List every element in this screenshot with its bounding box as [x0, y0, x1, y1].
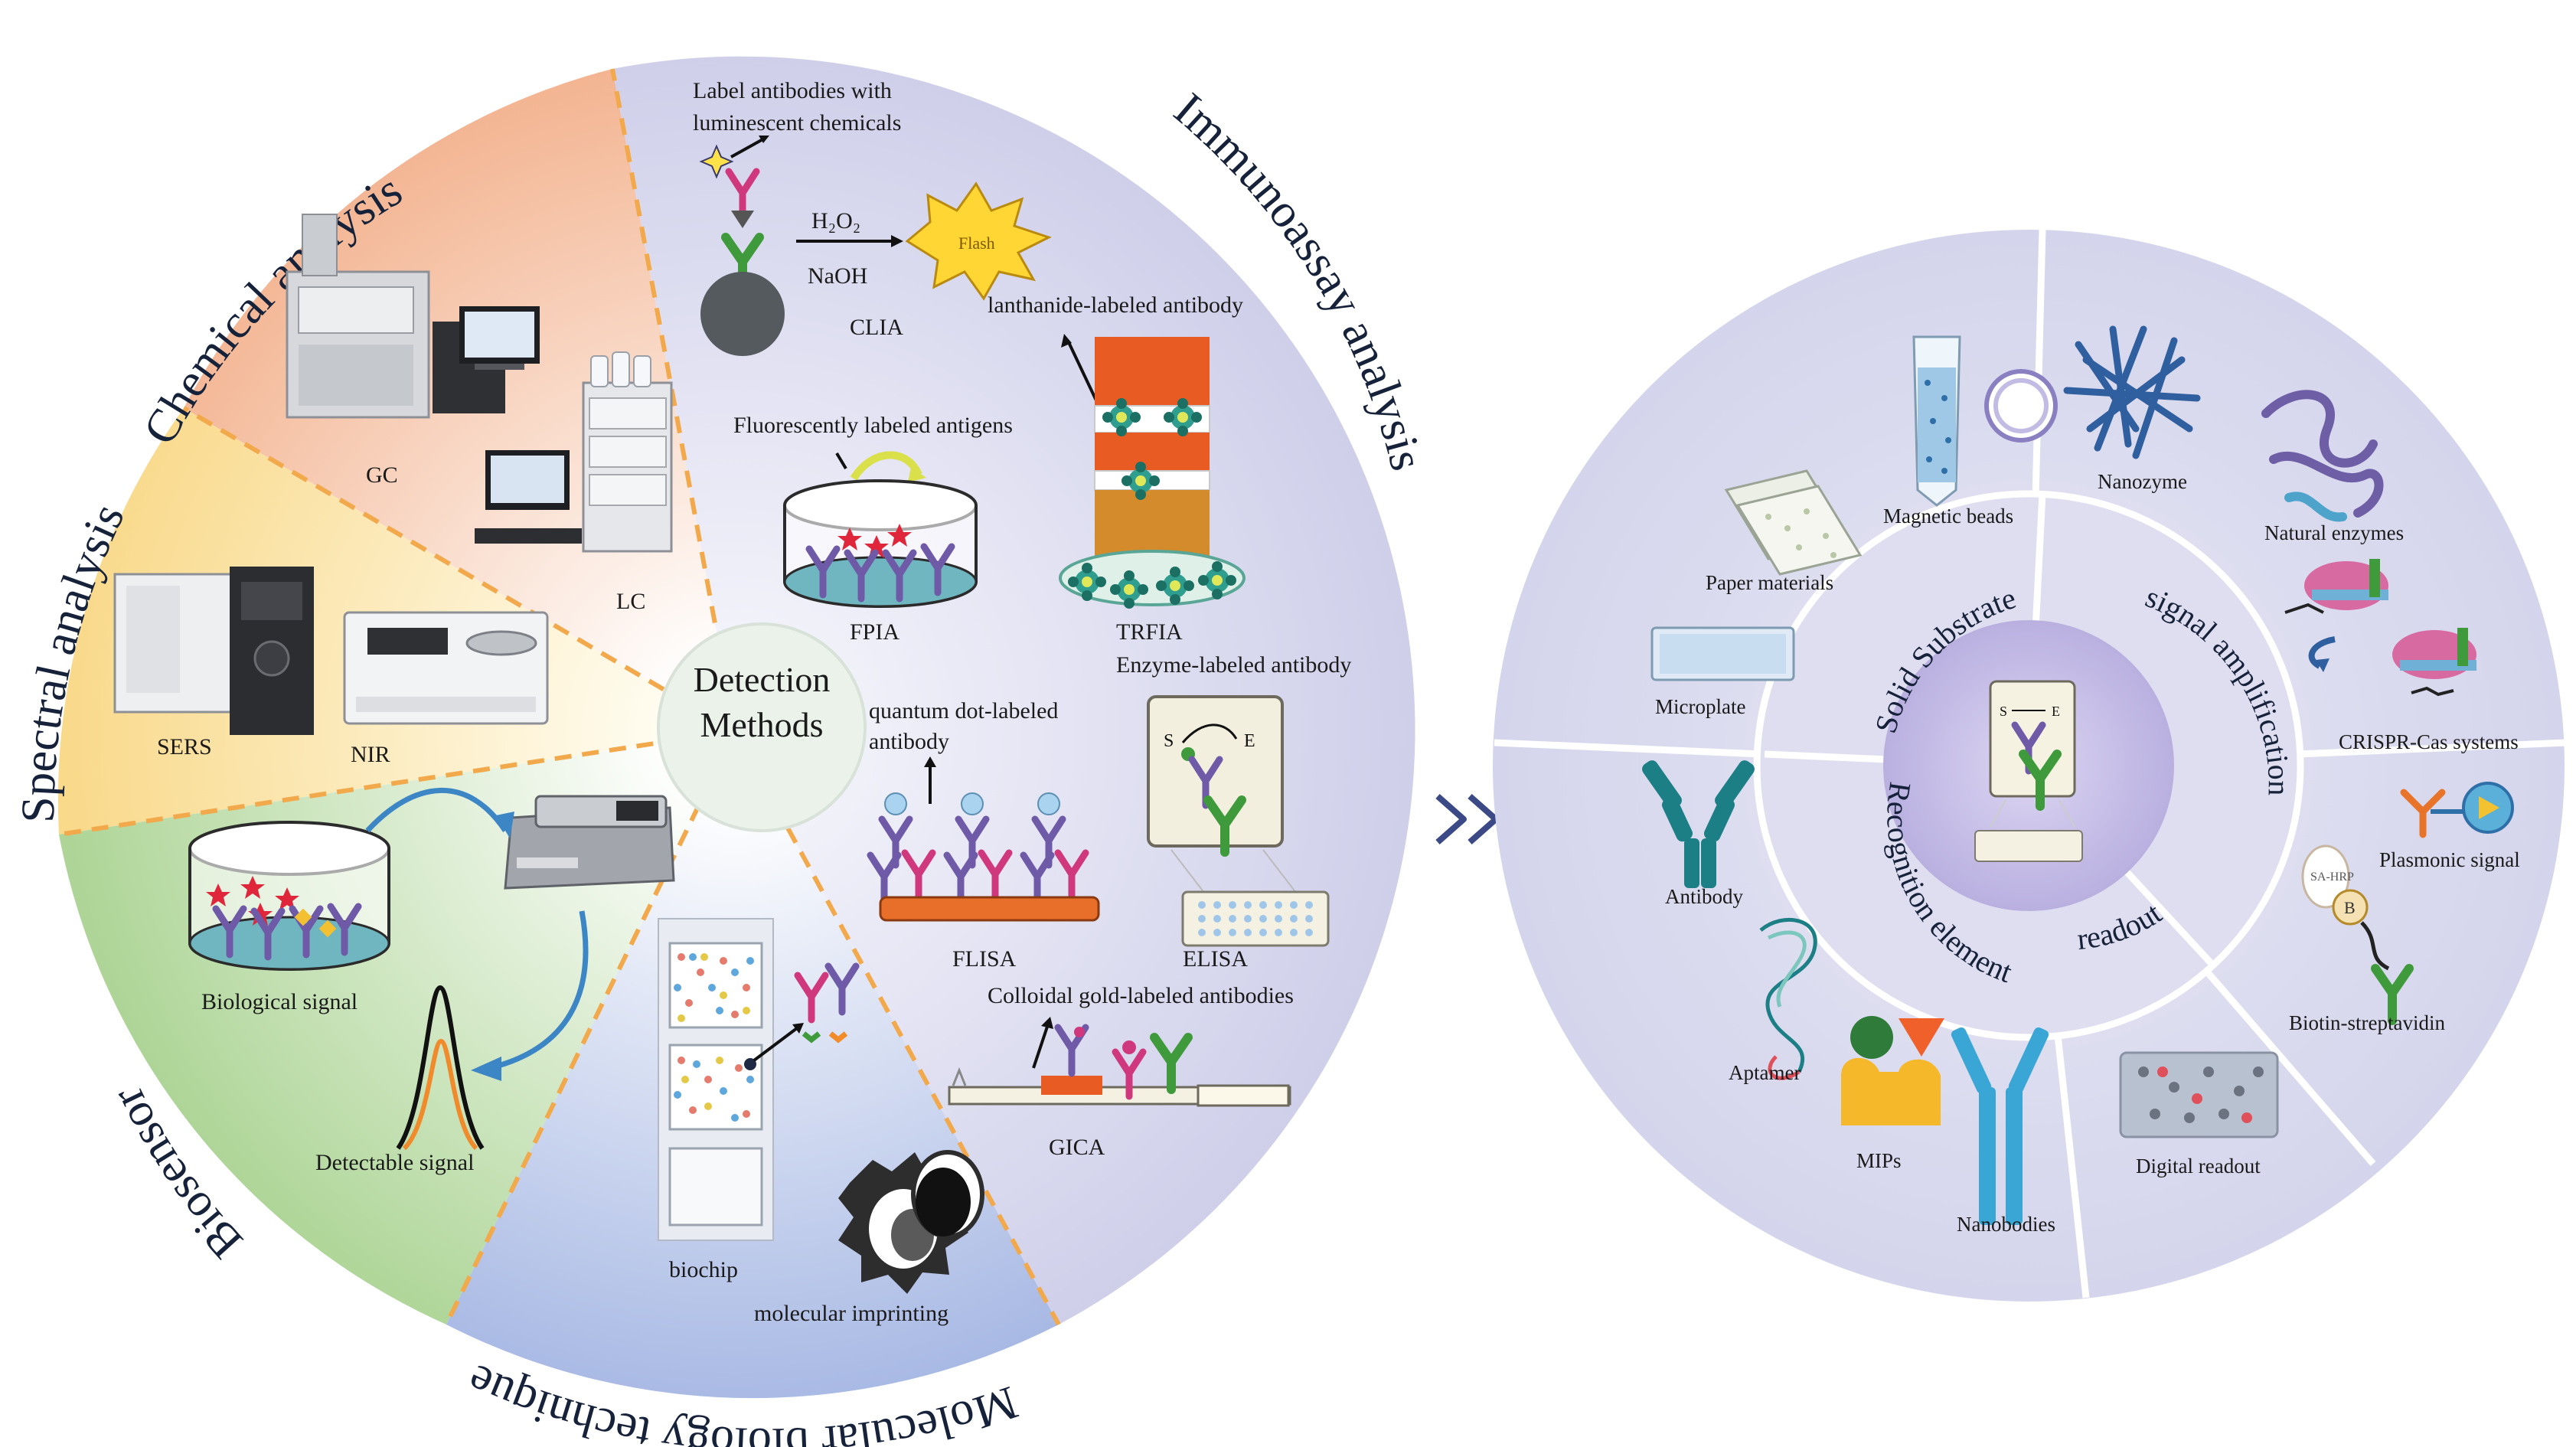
gica-strip-icon — [948, 1027, 1291, 1107]
core-s-label: S — [2000, 704, 2007, 719]
flow-arrow-to-signal — [489, 910, 589, 1071]
sa-hrp-label: SA-HRP — [2310, 870, 2354, 884]
molecular-imprinting-label: molecular imprinting — [754, 1301, 948, 1326]
arrowhead-to-signal — [471, 1057, 501, 1081]
biotin-streptavidin-icon: SA-HRP B — [2301, 844, 2409, 1021]
antibody-label: Antibody — [1665, 885, 1744, 908]
label-antibodies-text-line1: Label antibodies with — [693, 78, 892, 103]
plasmonic-signal-label: Plasmonic signal — [2379, 848, 2520, 871]
sector-dividers — [58, 68, 1061, 1326]
crispr-cas-icon — [2284, 559, 2476, 697]
clia-label: CLIA — [850, 315, 903, 340]
microplate-icon — [1650, 626, 1795, 681]
colloidal-label: Colloidal gold-labeled antibodies — [988, 983, 1294, 1008]
digital-readout-icon — [2119, 1051, 2279, 1138]
elisa-well-icon: S E — [1147, 695, 1330, 947]
paper-materials-icon — [1724, 469, 1863, 576]
lanthanide-arrowhead — [1061, 334, 1072, 348]
trfia-label: TRFIA — [1116, 619, 1183, 645]
magnetic-beads-icon — [1912, 335, 2058, 507]
detectable-signal-label: Detectable signal — [315, 1150, 474, 1175]
biochip-label: biochip — [669, 1257, 738, 1282]
colloidal-pointer — [1032, 1021, 1050, 1069]
center-circle — [657, 622, 867, 832]
nanozyme-label: Nanozyme — [2098, 470, 2187, 493]
sers-label: SERS — [157, 734, 212, 759]
flash-label: Flash — [958, 234, 995, 253]
mips-label: MIPs — [1856, 1149, 1902, 1172]
arrowhead-to-reader — [496, 812, 514, 838]
qd-arrowhead — [924, 756, 936, 767]
clia-bead-antibody-icon — [699, 136, 785, 356]
aptamer-label: Aptamer — [1729, 1061, 1801, 1084]
enzyme-ab-label: Enzyme-labeled antibody — [1116, 652, 1351, 678]
nir-instrument-icon — [343, 611, 549, 725]
elisa-label: ELISA — [1183, 946, 1248, 972]
flow-arrow-to-reader — [365, 788, 508, 833]
gc-label: GC — [366, 462, 398, 488]
paper-materials-label: Paper materials — [1706, 571, 1833, 594]
lc-label: LC — [616, 589, 645, 614]
lc-instrument-icon — [475, 351, 673, 553]
flash-burst-icon — [905, 181, 1052, 301]
natural-enzymes-icon — [2261, 390, 2384, 522]
nanobodies-icon — [1951, 1027, 2049, 1225]
biochip-icon — [658, 918, 804, 1241]
mips-icon — [1841, 1016, 1944, 1125]
center-title-line1: Detection — [694, 660, 831, 699]
core-well-icon: S E — [1974, 680, 2083, 862]
gica-label: GICA — [1049, 1135, 1105, 1160]
biosensor-dish-icon — [188, 821, 390, 971]
flisa-plate-icon — [870, 792, 1100, 922]
plasmonic-signal-icon — [2400, 782, 2514, 838]
magnetic-beads-label: Magnetic beads — [1883, 505, 2013, 528]
nanobodies-label: Nanobodies — [1957, 1213, 2055, 1236]
clia-arrowhead — [891, 235, 903, 247]
qd-label-line1: quantum dot-labeled — [869, 698, 1058, 724]
fpia-dish-icon — [783, 451, 978, 608]
elisa-e-label: E — [1244, 731, 1255, 751]
microplate-label: Microplate — [1655, 695, 1745, 718]
lanthanide-label: lanthanide-labeled antibody — [988, 292, 1243, 318]
probe-antibodies-icon — [798, 966, 856, 1044]
center-title-line2: Methods — [700, 705, 824, 744]
naoh-label: NaOH — [808, 263, 867, 289]
fluor-antigens-label: Fluorescently labeled antigens — [733, 413, 1013, 438]
trfia-column-icon — [1059, 337, 1246, 609]
natural-enzymes-label: Natural enzymes — [2264, 521, 2404, 544]
signal-curve-icon — [396, 985, 485, 1151]
colloidal-arrowhead — [1041, 1017, 1053, 1029]
aptamer-icon — [1759, 917, 1817, 1080]
h2o2-label: H₂O₂ — [811, 208, 860, 234]
gc-instrument-icon — [286, 214, 540, 419]
biosensor-reader-icon — [504, 795, 675, 890]
molecular-imprinting-icon — [838, 1150, 984, 1294]
biological-signal-label: Biological signal — [201, 989, 358, 1014]
label-antibodies-text-line2: luminescent chemicals — [693, 110, 901, 136]
nanozyme-icon — [2063, 325, 2201, 459]
nir-label: NIR — [351, 742, 390, 767]
sector-immunoassay — [612, 56, 1415, 1325]
digital-readout-label: Digital readout — [2136, 1155, 2261, 1178]
biotin-streptavidin-label: Biotin-streptavidin — [2289, 1011, 2445, 1034]
sers-instrument-icon — [113, 567, 314, 735]
crispr-cas-label: CRISPR-Cas systems — [2339, 730, 2519, 753]
qd-label-line2: antibody — [869, 729, 949, 754]
elisa-s-label: S — [1164, 731, 1174, 751]
core-e-label: E — [2052, 704, 2060, 719]
assay-components-wheel: S E Solid Substrate signal amplification… — [1493, 229, 2567, 1302]
b-label: B — [2344, 898, 2356, 917]
fpia-label: FPIA — [850, 619, 899, 645]
flisa-label: FLISA — [952, 946, 1017, 972]
antibody-icon — [1642, 760, 1755, 888]
detection-methods-wheel: Chemical analysis Spectral analysis Immu… — [0, 0, 1433, 1447]
